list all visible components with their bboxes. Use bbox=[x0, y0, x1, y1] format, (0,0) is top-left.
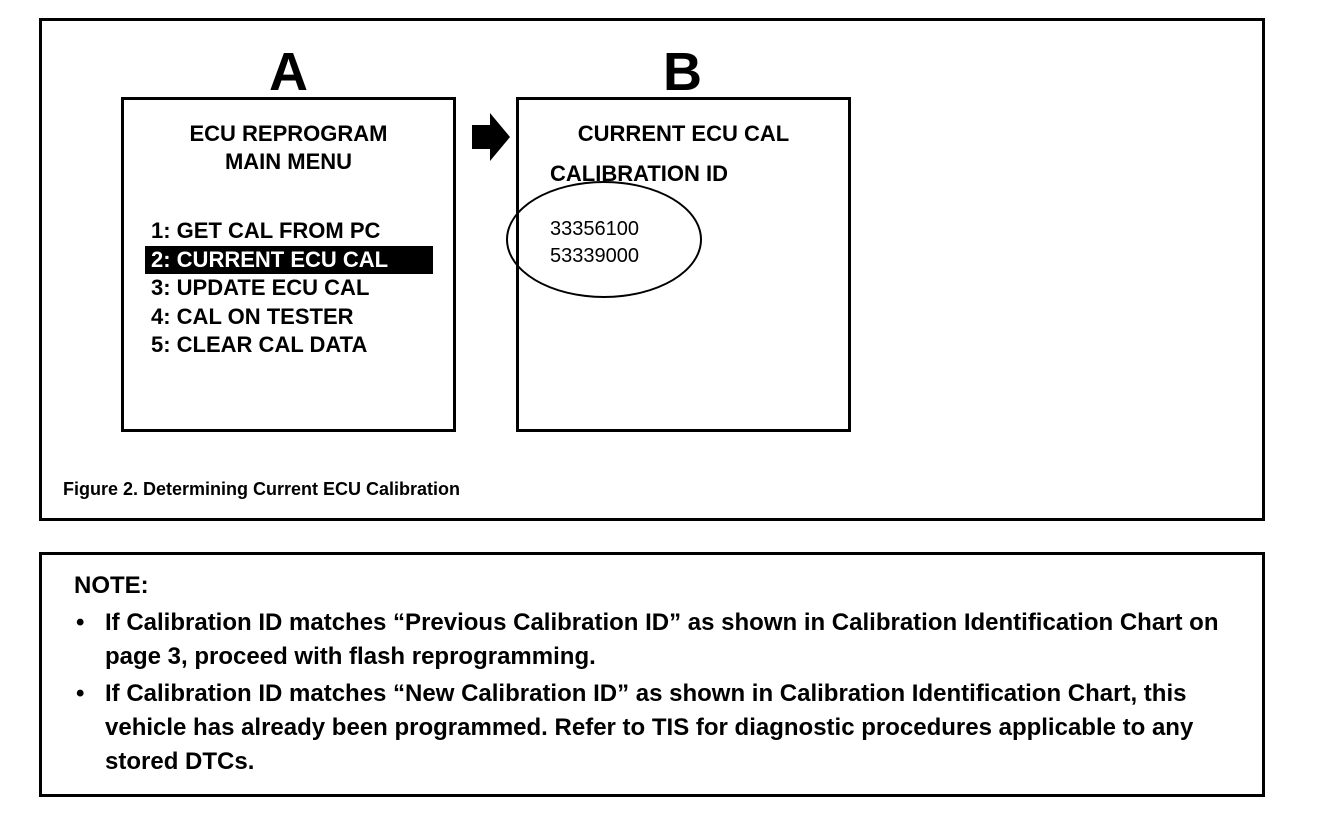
figure-caption: Figure 2. Determining Current ECU Calibr… bbox=[63, 479, 461, 499]
note-bullet-1-text: If Calibration ID matches “Previous Cali… bbox=[105, 609, 1219, 670]
menu-item-cal-on-tester: 4: CAL ON TESTER bbox=[151, 303, 354, 329]
menu-list: 1: GET CAL FROM PC 2: CURRENT ECU CAL 3:… bbox=[145, 217, 433, 360]
note-bullet-1: • If Calibration ID matches “Previous Ca… bbox=[74, 606, 1249, 674]
screen-b-current-ecu-cal: CURRENT ECU CAL CALIBRATION ID 33356100 … bbox=[506, 97, 851, 432]
menu-item-clear-cal-data: 5: CLEAR CAL DATA bbox=[151, 332, 368, 357]
note-bullet-2: • If Calibration ID matches “New Calibra… bbox=[74, 677, 1249, 779]
bullet-icon: • bbox=[76, 609, 85, 636]
highlight-ellipse bbox=[506, 181, 702, 298]
note-bullet-2-text: If Calibration ID matches “New Calibrati… bbox=[105, 680, 1194, 775]
menu-item-current-ecu-cal: 2: CURRENT ECU CAL bbox=[145, 245, 433, 274]
screen-b-title: CURRENT ECU CAL bbox=[577, 121, 790, 146]
note-title: NOTE: bbox=[74, 572, 149, 599]
note-list: • If Calibration ID matches “Previous Ca… bbox=[74, 606, 1249, 782]
note-box: NOTE: • If Calibration ID matches “Previ… bbox=[39, 552, 1265, 797]
right-arrow-icon bbox=[472, 113, 510, 161]
menu-title: ECU REPROGRAM MAIN MENU bbox=[124, 120, 453, 176]
figure-box: A B ECU REPROGRAM MAIN MENU 1: GET CAL F… bbox=[39, 18, 1265, 521]
panel-a-label: A bbox=[269, 42, 308, 102]
menu-title-line2: MAIN MENU bbox=[224, 149, 353, 174]
panel-b-label: B bbox=[663, 42, 702, 102]
menu-title-line1: ECU REPROGRAM bbox=[189, 121, 388, 146]
menu-item-update-ecu-cal: 3: UPDATE ECU CAL bbox=[151, 275, 370, 300]
screen-a-main-menu: ECU REPROGRAM MAIN MENU 1: GET CAL FROM … bbox=[121, 97, 456, 432]
menu-item-get-cal-from-pc: 1: GET CAL FROM PC bbox=[151, 218, 381, 243]
bullet-icon: • bbox=[76, 680, 85, 707]
